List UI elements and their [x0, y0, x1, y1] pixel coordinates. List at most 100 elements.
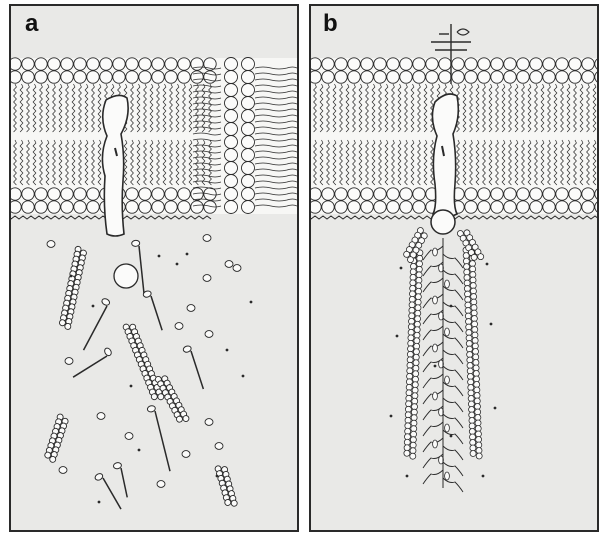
- granule: [445, 376, 450, 384]
- lipid-head: [61, 188, 73, 200]
- granule: [433, 248, 438, 256]
- lipid-head: [517, 71, 529, 83]
- lipid-head: [242, 175, 255, 188]
- lipid-head: [543, 71, 555, 83]
- lipid-head: [242, 84, 255, 97]
- lipid-head: [11, 188, 21, 200]
- lipid-head: [361, 188, 373, 200]
- lipid-head: [517, 188, 529, 200]
- lipid-head: [225, 97, 238, 110]
- lipid-head: [35, 58, 47, 70]
- panel-a-illustration: [11, 6, 297, 530]
- granule: [187, 305, 195, 312]
- granule: [175, 323, 183, 330]
- lipid-head: [61, 71, 73, 83]
- lipid-head: [126, 188, 138, 200]
- lipid-head: [556, 58, 568, 70]
- lipid-head: [478, 188, 490, 200]
- lipid-head: [178, 58, 190, 70]
- granule: [433, 296, 438, 304]
- lipid-head: [361, 58, 373, 70]
- lipid-head: [165, 201, 177, 213]
- lipid-head: [242, 123, 255, 136]
- lipid-head: [35, 188, 47, 200]
- lipid-head: [413, 201, 425, 213]
- lipid-head: [191, 58, 203, 70]
- lipid-head: [465, 71, 477, 83]
- lipid-head: [311, 201, 321, 213]
- lipid-head: [491, 188, 503, 200]
- lipid-head: [191, 201, 203, 213]
- lipid-head: [87, 71, 99, 83]
- lipid-head: [242, 110, 255, 123]
- lipid-head: [11, 71, 21, 83]
- lipid-head: [374, 201, 386, 213]
- particle: [158, 255, 161, 258]
- lipid-head: [242, 71, 255, 84]
- lipid-head: [530, 71, 542, 83]
- lipid-head: [322, 58, 334, 70]
- lipid-head: [426, 58, 438, 70]
- lipid-head: [100, 58, 112, 70]
- lipid-head: [322, 201, 334, 213]
- lipid-head: [87, 58, 99, 70]
- lipid-head: [478, 58, 490, 70]
- lipid-head: [452, 58, 464, 70]
- particle: [70, 275, 73, 278]
- lipid-head: [387, 201, 399, 213]
- lipid-head: [74, 71, 86, 83]
- particle: [482, 475, 485, 478]
- lipid-head: [413, 58, 425, 70]
- lipid-head: [465, 201, 477, 213]
- lipid-head: [242, 136, 255, 149]
- lipid-head: [361, 201, 373, 213]
- lipid-head: [556, 71, 568, 83]
- lipid-head: [113, 58, 125, 70]
- lipid-head: [242, 149, 255, 162]
- lipid-head: [374, 58, 386, 70]
- particle: [216, 475, 219, 478]
- lipid-head: [87, 201, 99, 213]
- lipid-head: [322, 71, 334, 83]
- lipid-head: [225, 71, 238, 84]
- lipid-head: [465, 58, 477, 70]
- lipid-head: [139, 188, 151, 200]
- lipid-head: [517, 201, 529, 213]
- lipid-head: [400, 201, 412, 213]
- granule: [445, 280, 450, 288]
- lipid-head: [139, 58, 151, 70]
- linker-protein: [431, 210, 455, 234]
- particle: [434, 365, 437, 368]
- lipid-head: [413, 188, 425, 200]
- lipid-head: [439, 71, 451, 83]
- granule: [47, 241, 55, 248]
- lipid-head: [569, 188, 581, 200]
- lipid-head: [400, 188, 412, 200]
- lipid-head: [225, 84, 238, 97]
- granule: [205, 331, 213, 338]
- lipid-head: [48, 201, 60, 213]
- lipid-head: [348, 201, 360, 213]
- lipid-head: [48, 71, 60, 83]
- lipid-head: [335, 71, 347, 83]
- granule: [182, 451, 190, 458]
- lipid-head: [113, 71, 125, 83]
- lipid-head: [543, 58, 555, 70]
- transmembrane-protein: [432, 94, 458, 217]
- lipid-head: [452, 71, 464, 83]
- lipid-head: [225, 58, 238, 71]
- lipid-head: [491, 201, 503, 213]
- particle: [450, 435, 453, 438]
- panel-label-b: b: [323, 12, 338, 36]
- particle: [242, 375, 245, 378]
- lipid-head: [582, 201, 594, 213]
- particle: [486, 263, 489, 266]
- lipid-head: [400, 58, 412, 70]
- lipid-head: [225, 149, 238, 162]
- lipid-head: [22, 58, 34, 70]
- lipid-head: [225, 136, 238, 149]
- granule: [445, 424, 450, 432]
- lipid-head: [48, 188, 60, 200]
- lipid-head: [87, 188, 99, 200]
- lipid-head: [348, 58, 360, 70]
